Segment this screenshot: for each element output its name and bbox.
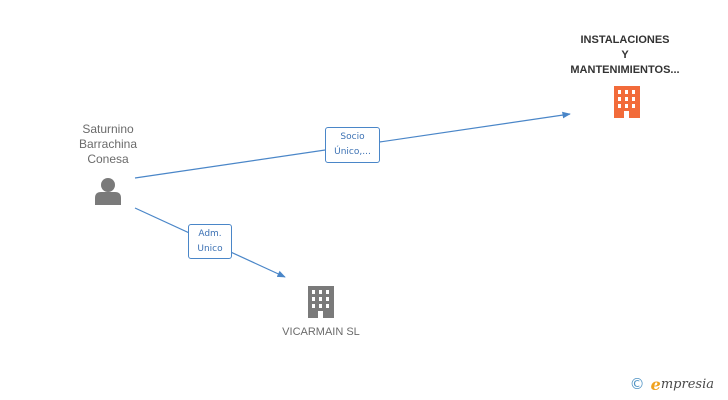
building-icon[interactable] (308, 286, 334, 318)
empresia-watermark[interactable]: © e mpresia (630, 374, 714, 394)
person-name-line: Barrachina (78, 137, 138, 151)
company-name-top[interactable]: INSTALACIONES Y MANTENIMIENTOS... (545, 33, 705, 78)
brand-initial: e (650, 374, 661, 394)
edge-label-line: Único,... (334, 147, 371, 157)
edge-label-line: Socio (340, 132, 365, 142)
person-name-line: Saturnino (82, 122, 134, 136)
company-name-line: MANTENIMIENTOS... (570, 64, 680, 76)
edge-label-line: Adm. (198, 229, 222, 239)
person-name[interactable]: Saturnino Barrachina Conesa (58, 122, 158, 167)
person-icon[interactable] (95, 178, 121, 205)
edge-label-adm-unico[interactable]: Adm. Unico (188, 224, 232, 259)
company-name-line: VICARMAIN SL (282, 326, 360, 338)
person-name-line: Conesa (87, 152, 129, 166)
company-name-line: Y (621, 49, 629, 61)
edge-label-line: Unico (197, 244, 223, 254)
brand-rest: mpresia (660, 376, 714, 392)
edge-label-socio-unico[interactable]: Socio Único,... (325, 127, 380, 163)
building-icon[interactable] (614, 86, 640, 118)
company-name-bottom[interactable]: VICARMAIN SL (261, 325, 381, 340)
copyright-icon: © (629, 375, 645, 393)
company-name-line: INSTALACIONES (580, 34, 670, 46)
